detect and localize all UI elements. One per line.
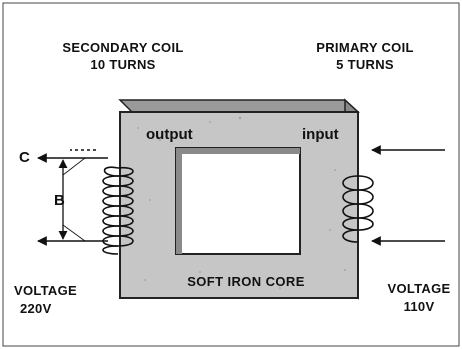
input-label: input <box>302 126 339 143</box>
secondary-coil-line2: 10 TURNS <box>90 57 156 72</box>
secondary-coil-line1: SECONDARY COIL <box>62 40 184 55</box>
soft-iron-core <box>118 98 360 300</box>
voltage-left-line2: 220V <box>20 301 52 316</box>
primary-coil <box>342 175 374 243</box>
voltage-right-line2: 110V <box>403 299 435 314</box>
dimension-c-tick <box>62 157 86 176</box>
voltage-left: VOLTAGE 220V <box>14 284 94 315</box>
primary-coil-line2: 5 TURNS <box>336 57 394 72</box>
core-label: SOFT IRON CORE <box>187 274 305 289</box>
secondary-coil <box>102 166 134 255</box>
core-window <box>175 147 301 255</box>
secondary-coil-title: SECONDARY COIL 10 TURNS <box>48 41 198 71</box>
voltage-right: VOLTAGE 110V <box>384 282 454 313</box>
primary-coil-line1: PRIMARY COIL <box>316 40 414 55</box>
input-leads <box>371 145 445 246</box>
label-b: B <box>54 192 65 209</box>
output-label: output <box>146 126 193 143</box>
voltage-right-line1: VOLTAGE <box>387 281 451 296</box>
label-c: C <box>19 149 30 166</box>
frame-border <box>2 2 460 347</box>
voltage-left-line1: VOLTAGE <box>14 283 78 298</box>
dimension-c-tick-lower <box>62 224 86 242</box>
output-leads <box>37 149 108 246</box>
primary-coil-title: PRIMARY COIL 5 TURNS <box>300 41 430 71</box>
